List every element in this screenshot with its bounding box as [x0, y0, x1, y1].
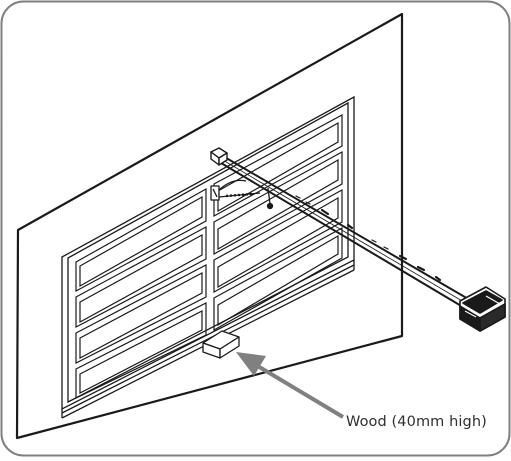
- opener-motor: [459, 286, 506, 332]
- door-bottom-edge: [61, 264, 355, 414]
- wood-callout-label: Wood (40mm high): [346, 414, 487, 430]
- garage-wall: [15, 12, 404, 440]
- door-arm: [210, 179, 274, 210]
- header-bracket: [210, 147, 228, 166]
- opener-rail: [215, 151, 471, 311]
- wood-block: [202, 330, 240, 359]
- door-panels: [75, 113, 343, 399]
- arrow-up-left-icon: [236, 352, 345, 419]
